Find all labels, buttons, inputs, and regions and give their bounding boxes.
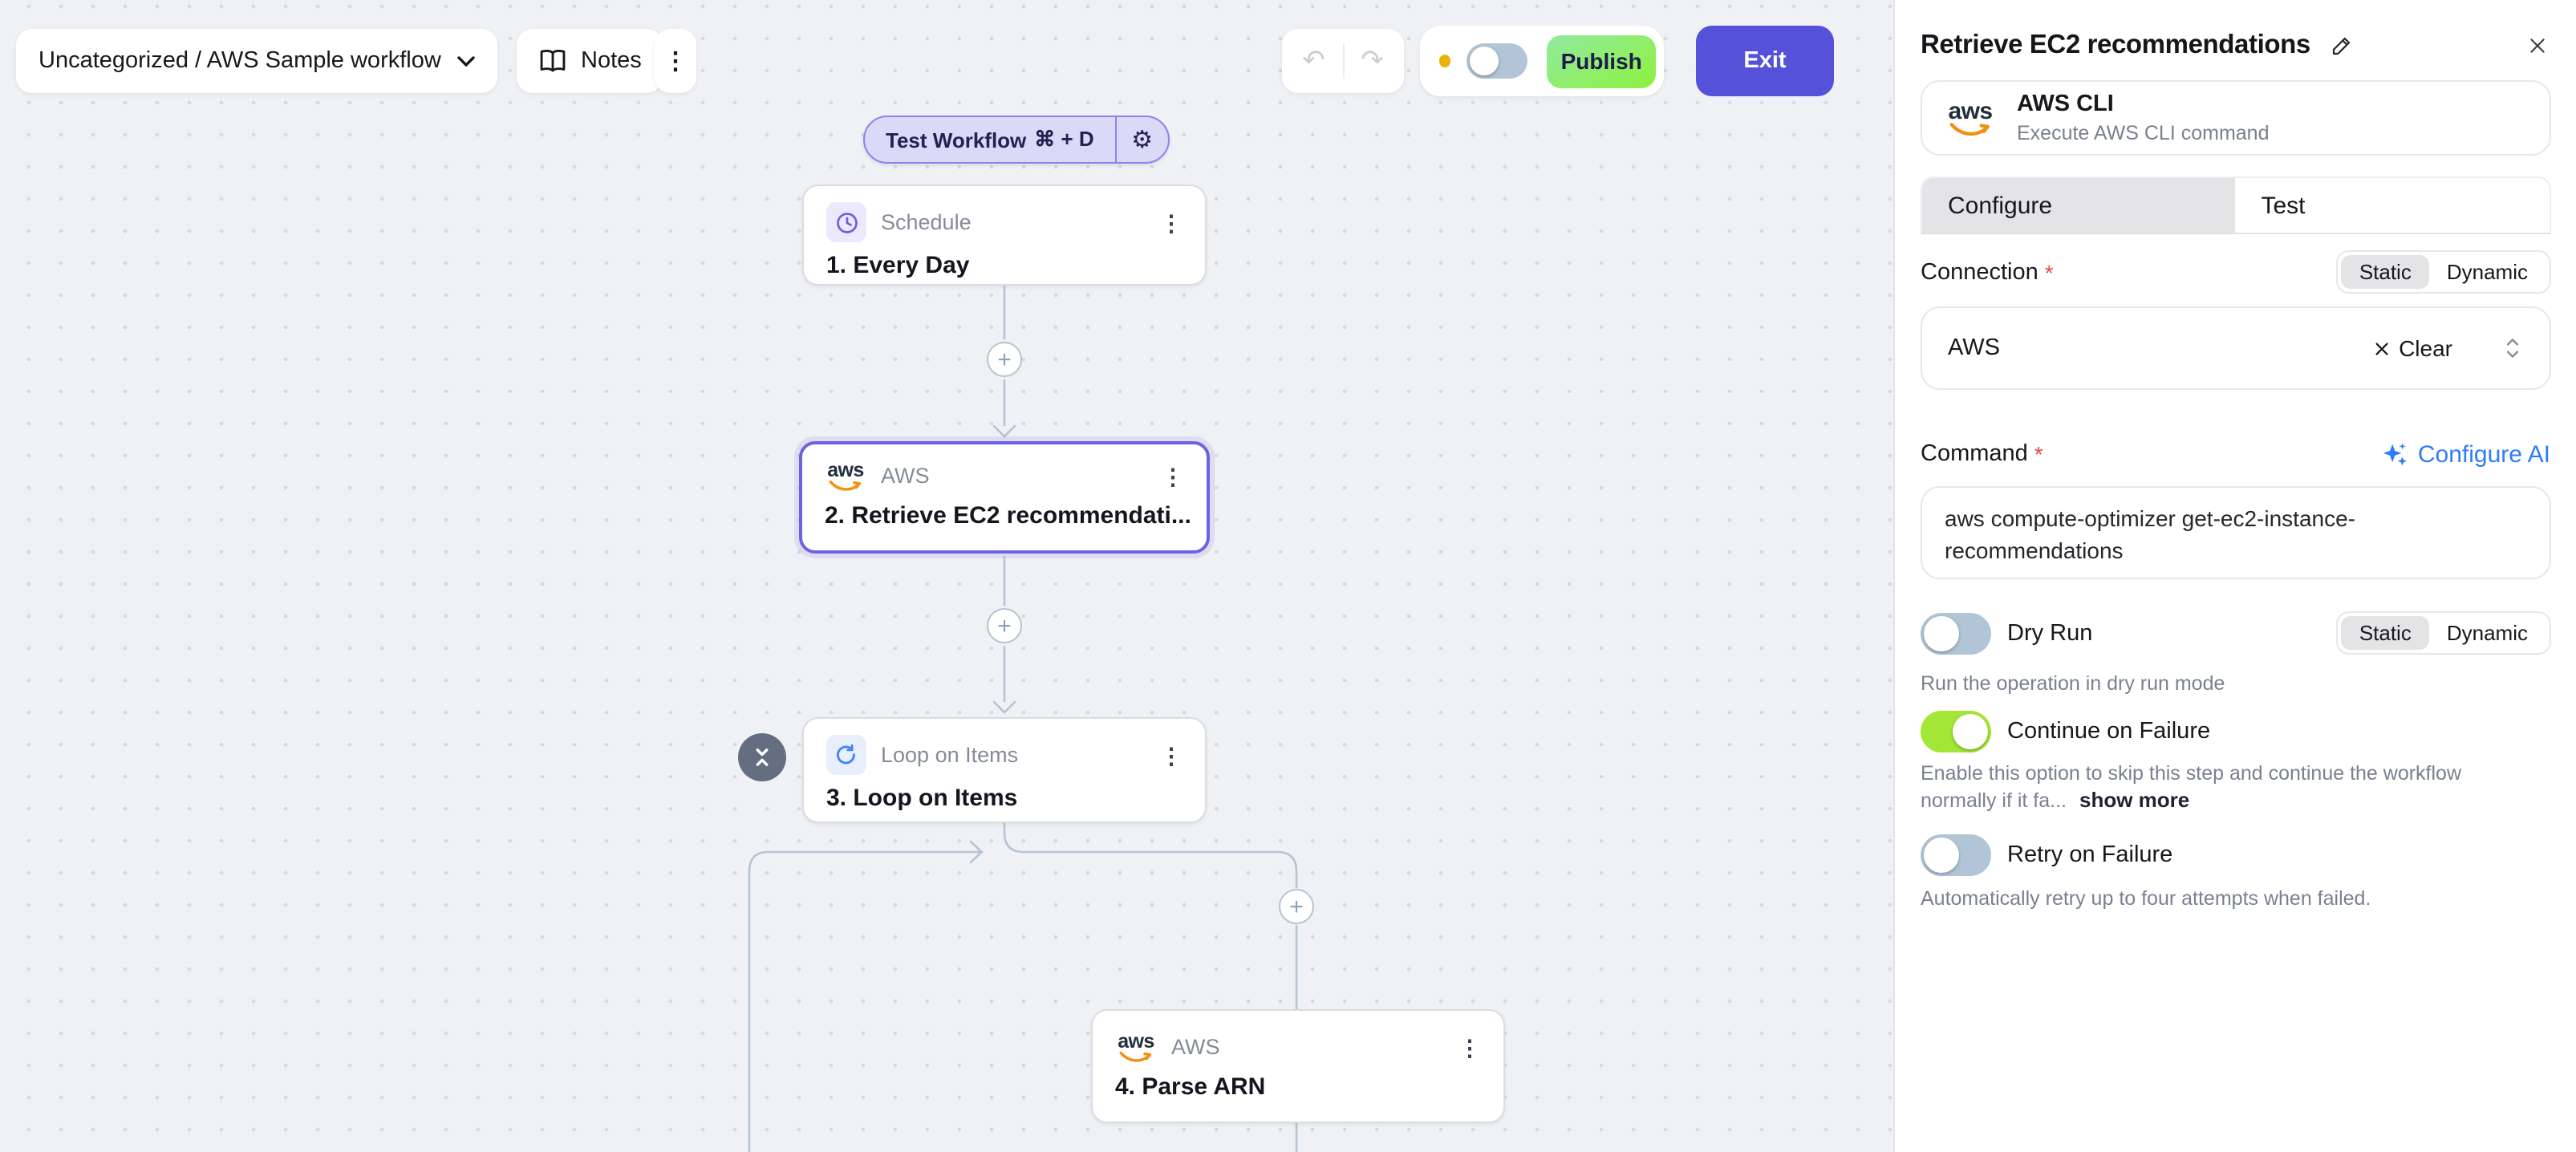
dry-run-toggle[interactable]: [1921, 612, 1991, 654]
gear-icon: ⚙: [1131, 127, 1154, 154]
test-workflow-button[interactable]: Test Workflow ⌘ + D: [865, 117, 1115, 162]
retry-on-failure-caption: Automatically retry up to four attempts …: [1921, 887, 2371, 910]
select-chevrons-icon[interactable]: [2501, 335, 2523, 361]
close-icon: [2529, 38, 2544, 52]
flow-canvas[interactable]: Uncategorized / AWS Sample workflow Note…: [0, 0, 1893, 1152]
dynamic-option[interactable]: Dynamic: [2446, 621, 2528, 645]
add-step-button[interactable]: +: [987, 608, 1022, 643]
app-description: Execute AWS CLI command: [2017, 121, 2270, 144]
collapse-icon: [756, 748, 769, 766]
enable-workflow-toggle[interactable]: [1466, 43, 1528, 79]
test-workflow-settings-button[interactable]: ⚙: [1114, 117, 1168, 162]
panel-tabs: Configure Test: [1921, 176, 2550, 234]
dry-run-mode-switch: Static Dynamic: [2336, 611, 2550, 655]
node-menu-button[interactable]: ⋮: [1160, 742, 1183, 768]
workflow-menu-button[interactable]: ⋮: [655, 29, 696, 93]
aws-logo-icon: aws: [825, 460, 866, 492]
sparkles-icon: [2383, 442, 2407, 465]
dry-run-caption: Run the operation in dry run mode: [1921, 672, 2225, 695]
static-option[interactable]: Static: [2341, 616, 2429, 650]
connection-mode-switch: Static Dynamic: [2336, 250, 2550, 294]
clear-label: Clear: [2399, 335, 2452, 361]
node-app-label: Schedule: [881, 210, 972, 234]
history-controls: ↶ ↷: [1282, 29, 1404, 93]
connection-label: Connection: [1921, 259, 2038, 285]
retry-on-failure-label: Retry on Failure: [2007, 842, 2173, 867]
undo-button[interactable]: ↶: [1302, 45, 1325, 75]
command-input[interactable]: aws compute-optimizer get-ec2-instance-r…: [1921, 486, 2550, 579]
node-menu-button[interactable]: ⋮: [1162, 463, 1184, 489]
node-app-label: AWS: [1171, 1035, 1220, 1060]
connection-select[interactable]: AWS Clear: [1921, 306, 2550, 390]
command-label: Command: [1921, 441, 2028, 467]
breadcrumb-label: Uncategorized / AWS Sample workflow: [39, 48, 441, 74]
app-info-card: aws AWS CLI Execute AWS CLI command: [1921, 80, 2550, 156]
required-marker: *: [2034, 441, 2043, 467]
book-icon: [540, 50, 566, 72]
aws-logo-icon: aws: [1945, 99, 1996, 137]
add-step-button[interactable]: +: [987, 342, 1022, 377]
node-title: 4. Parse ARN: [1115, 1073, 1266, 1100]
step-settings-panel: Retrieve EC2 recommendations aws AWS: [1893, 0, 2576, 1152]
continue-on-failure-toggle[interactable]: [1921, 710, 1991, 752]
node-schedule[interactable]: Schedule ⋮ 1. Every Day: [802, 185, 1207, 286]
node-title: 3. Loop on Items: [826, 785, 1018, 812]
node-retrieve-ec2-recommendations[interactable]: aws AWS ⋮ 2. Retrieve EC2 recommendati..…: [799, 441, 1210, 554]
workflow-breadcrumb-button[interactable]: Uncategorized / AWS Sample workflow: [16, 29, 497, 93]
connection-value: AWS: [1948, 335, 2000, 361]
publish-controls: Publish: [1420, 26, 1664, 96]
publish-button[interactable]: Publish: [1547, 34, 1656, 87]
add-step-button[interactable]: +: [1279, 889, 1314, 924]
notes-label: Notes: [581, 48, 642, 74]
kebab-icon: ⋮: [663, 48, 688, 75]
tab-configure[interactable]: Configure: [1922, 178, 2236, 233]
test-workflow-label: Test Workflow: [886, 128, 1027, 152]
notes-button[interactable]: Notes: [517, 29, 663, 93]
close-panel-button[interactable]: [2523, 31, 2550, 59]
caption-text: Enable this option to skip this step and…: [1921, 762, 2462, 811]
clear-x-icon: [2375, 342, 2388, 355]
node-parse-arn[interactable]: aws AWS ⋮ 4. Parse ARN: [1091, 1009, 1505, 1123]
node-title: 2. Retrieve EC2 recommendati...: [825, 501, 1191, 529]
exit-button[interactable]: Exit: [1696, 26, 1834, 96]
continue-on-failure-label: Continue on Failure: [2007, 718, 2211, 744]
workflow-edges: [748, 284, 1298, 1152]
static-option[interactable]: Static: [2341, 255, 2429, 289]
required-marker: *: [2044, 259, 2054, 285]
node-menu-button[interactable]: ⋮: [1458, 1034, 1481, 1061]
continue-on-failure-caption: Enable this option to skip this step and…: [1921, 762, 2521, 813]
tab-test[interactable]: Test: [2261, 192, 2306, 219]
show-more-link[interactable]: show more: [2079, 787, 2190, 811]
dry-run-label: Dry Run: [2007, 620, 2093, 646]
configure-ai-label: Configure AI: [2417, 440, 2550, 468]
node-app-label: AWS: [881, 464, 930, 489]
clock-icon: [826, 202, 866, 242]
configure-ai-button[interactable]: Configure AI: [2381, 440, 2550, 468]
node-app-label: Loop on Items: [881, 743, 1019, 767]
clear-connection-button[interactable]: Clear: [2363, 334, 2462, 363]
retry-on-failure-toggle[interactable]: [1921, 834, 1991, 875]
node-loop-on-items[interactable]: Loop on Items ⋮ 3. Loop on Items: [802, 717, 1207, 823]
app-name: AWS CLI: [2017, 91, 2114, 118]
collapse-loop-button[interactable]: [738, 733, 786, 781]
step-title: Retrieve EC2 recommendations: [1921, 30, 2310, 59]
divider: [1342, 43, 1344, 79]
pencil-icon: [2332, 36, 2350, 55]
aws-logo-icon: aws: [1115, 1032, 1157, 1063]
test-workflow-control: Test Workflow ⌘ + D ⚙: [863, 116, 1170, 164]
node-title: 1. Every Day: [826, 252, 970, 279]
chevron-down-icon: [457, 55, 475, 67]
test-workflow-shortcut: ⌘ + D: [1034, 127, 1094, 151]
rename-step-button[interactable]: [2327, 30, 2357, 60]
node-menu-button[interactable]: ⋮: [1160, 209, 1183, 235]
dynamic-option[interactable]: Dynamic: [2446, 260, 2528, 284]
unsaved-changes-dot-icon: [1439, 55, 1451, 67]
redo-button[interactable]: ↷: [1361, 45, 1384, 75]
loop-icon: [826, 735, 866, 775]
